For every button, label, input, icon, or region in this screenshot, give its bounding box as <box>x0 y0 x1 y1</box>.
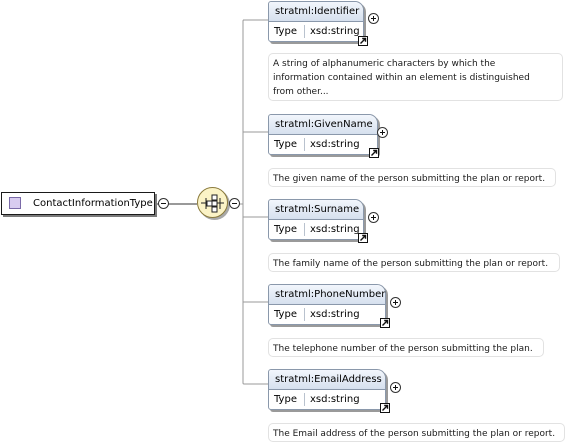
element-box-identifier[interactable]: stratml:Identifier Type xsd:string <box>268 1 368 46</box>
complex-type-icon <box>9 197 21 209</box>
expand-emailaddress-icon[interactable] <box>390 382 401 393</box>
type-link-icon[interactable] <box>358 233 368 243</box>
collapse-sequence-icon[interactable] <box>229 198 240 209</box>
element-box-phonenumber[interactable]: stratml:PhoneNumber Type xsd:string <box>268 284 390 328</box>
type-key: Type <box>274 394 297 405</box>
doc-line: information contained within an element … <box>273 73 530 83</box>
doc-line: from other... <box>273 87 329 97</box>
complex-type-box[interactable]: ContactInformationType <box>1 192 155 215</box>
expand-phonenumber-icon[interactable] <box>390 297 401 308</box>
element-type-row: Type xsd:string <box>269 305 385 324</box>
sequence-icon <box>201 194 224 213</box>
expand-givenname-icon[interactable] <box>377 127 388 138</box>
type-link-icon[interactable] <box>380 403 390 413</box>
element-type-row: Type xsd:string <box>269 390 385 409</box>
doc-line: The Email address of the person submitti… <box>273 429 556 439</box>
element-name: stratml:EmailAddress <box>269 370 385 390</box>
expand-identifier-icon[interactable] <box>368 13 379 24</box>
emailaddress-documentation: The Email address of the person submitti… <box>268 423 565 442</box>
collapse-root-icon[interactable] <box>158 198 169 209</box>
type-link-icon[interactable] <box>369 148 379 158</box>
identifier-documentation: A string of alphanumeric characters by w… <box>268 53 563 101</box>
element-name: stratml:Identifier <box>269 2 363 22</box>
element-name: stratml:Surname <box>269 200 363 220</box>
element-name: stratml:GivenName <box>269 115 377 135</box>
doc-line: The family name of the person submitting… <box>273 259 549 269</box>
type-key: Type <box>274 224 297 235</box>
type-value: xsd:string <box>310 139 360 150</box>
surname-documentation: The family name of the person submitting… <box>268 253 560 272</box>
element-box-surname[interactable]: stratml:Surname Type xsd:string <box>268 199 368 243</box>
expand-surname-icon[interactable] <box>368 212 379 223</box>
doc-line: The telephone number of the person submi… <box>273 344 533 354</box>
type-key: Type <box>274 26 297 37</box>
type-value: xsd:string <box>310 394 360 405</box>
doc-line: A string of alphanumeric characters by w… <box>273 59 496 69</box>
element-box-emailaddress[interactable]: stratml:EmailAddress Type xsd:string <box>268 369 390 413</box>
type-link-icon[interactable] <box>358 36 368 46</box>
phonenumber-documentation: The telephone number of the person submi… <box>268 338 544 357</box>
complex-type-label: ContactInformationType <box>33 198 153 209</box>
sequence-compositor[interactable] <box>197 187 228 218</box>
element-box-givenname[interactable]: stratml:GivenName Type xsd:string <box>268 114 379 158</box>
type-key: Type <box>274 309 297 320</box>
type-value: xsd:string <box>310 224 360 235</box>
doc-line: The given name of the person submitting … <box>273 174 546 184</box>
type-key: Type <box>274 139 297 150</box>
type-value: xsd:string <box>310 26 360 37</box>
element-name: stratml:PhoneNumber <box>269 285 385 305</box>
type-value: xsd:string <box>310 309 360 320</box>
givenname-documentation: The given name of the person submitting … <box>268 168 556 187</box>
element-type-row: Type xsd:string <box>269 135 377 154</box>
element-type-row: Type xsd:string <box>269 22 363 41</box>
type-link-icon[interactable] <box>380 318 390 328</box>
element-type-row: Type xsd:string <box>269 220 363 239</box>
